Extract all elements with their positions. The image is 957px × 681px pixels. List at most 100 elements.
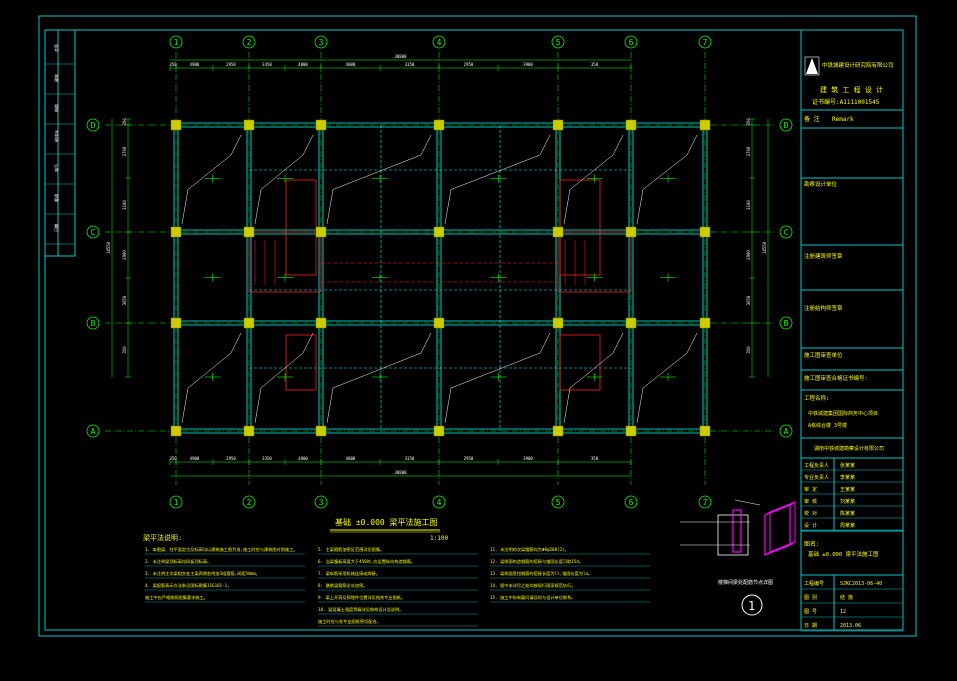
dim-top-label: 2950 <box>464 62 474 67</box>
strip-label: 日期 <box>53 224 59 232</box>
column <box>699 226 711 238</box>
column <box>315 226 327 238</box>
column <box>243 226 255 238</box>
axis-bubble-right-B: B <box>784 319 789 328</box>
slab-leader <box>636 332 698 424</box>
company-logo <box>804 56 820 76</box>
dim-right-label: 3100 <box>746 200 751 210</box>
axis-bubble-bottom-3: 3 <box>319 498 324 507</box>
dim-left-label: 3100 <box>122 200 127 210</box>
remark-en: Remark <box>832 116 854 123</box>
role-name: 陈某某 <box>840 510 855 517</box>
column <box>625 226 637 238</box>
column <box>243 119 255 131</box>
axis-bubble-bottom-7-circle <box>698 495 712 509</box>
note-line: 1. 本图梁、柱平面定位及标高均以建筑施工图为准,施工时应与建筑图对照施工。 <box>145 546 297 553</box>
info-label: 图 号 <box>804 609 817 615</box>
strip-label: 会签 <box>53 44 59 52</box>
dim-bottom-label: 4800 <box>298 456 308 461</box>
field-review-unit: 施工图审查单位 <box>804 351 843 359</box>
strip-label: 电气 <box>53 164 59 172</box>
axis-bubble-top-2-circle <box>242 35 256 49</box>
section-marker: 1 <box>748 599 755 613</box>
column <box>433 226 445 238</box>
column <box>552 317 564 329</box>
slab-leader <box>444 332 551 424</box>
notes: 梁平法说明: 1. 本图梁、柱平面定位及标高均以建筑施工图为准,施工时应与建筑图… <box>143 533 650 627</box>
info-value: 2013.06 <box>840 623 861 629</box>
note-line: 施工时应与各专业图纸密切配合。 <box>318 618 381 625</box>
column <box>170 119 182 131</box>
role-label: 设 计 <box>804 522 817 529</box>
column <box>699 425 711 437</box>
dim-top-label: 350 <box>169 62 177 67</box>
plan-scale: 1:100 <box>430 535 448 542</box>
axis-bubble-left-A-circle <box>86 424 100 438</box>
stair-walls <box>248 179 632 391</box>
dim-top-total: 30800 <box>394 54 407 59</box>
column <box>315 317 327 329</box>
axis-bubble-right-C: C <box>784 228 789 237</box>
strip-label: 建筑 <box>53 74 59 82</box>
axis-bubble-left-C: C <box>91 228 96 237</box>
dim-top-label: 3350 <box>262 62 272 67</box>
axis-bubble-bottom-4: 4 <box>437 498 442 507</box>
column <box>552 119 564 131</box>
strip-label: 结构 <box>53 104 59 112</box>
columns <box>170 119 711 437</box>
column <box>315 425 327 437</box>
slab-leader <box>254 134 314 225</box>
column <box>625 317 637 329</box>
axis-bubble-left-B: B <box>91 319 96 328</box>
dim-left-label: 2700 <box>122 146 127 156</box>
note-line: 13. 梁侧面受扭钢筋的搭接长度为ll,锚固长度为la。 <box>490 570 592 577</box>
column <box>699 119 711 131</box>
axis-bubble-right-D-circle <box>779 118 793 132</box>
slab-leader <box>563 134 624 225</box>
column <box>625 425 637 437</box>
role-label: 审 定 <box>804 486 817 493</box>
role-label: 校 对 <box>804 510 817 517</box>
dim-right-label: 350 <box>746 118 751 126</box>
axis-bubble-bottom-2-circle <box>242 495 256 509</box>
field-review-cert: 施工图审查合格证书编号: <box>804 374 868 382</box>
axis-bubble-left-D: D <box>91 121 96 130</box>
dim-left-total: 14550 <box>106 241 111 254</box>
axis-bubble-bottom-4-circle <box>432 495 446 509</box>
axis-bubble-left-B-circle <box>86 316 100 330</box>
title-block: 中铁城建设计研究院有限公司 建 筑 工 程 设 计 证书编号:A11110015… <box>800 29 904 632</box>
column <box>552 425 564 437</box>
axis-bubble-bottom-2: 2 <box>247 498 252 507</box>
dim-bottom-label: 350 <box>169 456 177 461</box>
axis-bubble-top-1-circle <box>169 35 183 49</box>
note-line: 3. 未注明主次梁相交处主梁两侧各附加3组箍筋,间距50mm。 <box>145 570 260 577</box>
design-company: 湖南中铁城建勘察设计有限公司 <box>814 445 884 452</box>
axis-bubble-bottom-6: 6 <box>629 498 634 507</box>
project-sub: A栋综合楼 3号楼 <box>808 422 847 429</box>
note-line: 8. 悬挑梁箍筋全长加密。 <box>318 582 367 589</box>
dim-left-label: 350 <box>122 118 127 126</box>
dim-left-label: 350 <box>122 346 127 354</box>
axis-bubble-bottom-5-circle <box>551 495 565 509</box>
company-name: 中铁城建设计研究院有限公司 <box>822 61 894 69</box>
axis-bubble-left-A: A <box>91 427 96 436</box>
column <box>170 425 182 437</box>
info-label: 日 期 <box>804 623 817 629</box>
column <box>433 119 445 131</box>
dim-bottom-label: 2950 <box>226 456 236 461</box>
column <box>625 119 637 131</box>
field-survey-unit: 勘察设计单位 <box>804 180 838 188</box>
column <box>170 317 182 329</box>
axis-bubble-top-4: 4 <box>437 38 442 47</box>
dim-bottom-label: 350 <box>591 456 599 461</box>
role-name: 周某某 <box>840 523 855 529</box>
role-label: 工程负责人 <box>804 462 829 469</box>
slab-leader <box>181 332 242 424</box>
axis-bubble-top-6: 6 <box>629 38 634 47</box>
field-architect-seal: 注册建筑师签章 <box>804 252 843 260</box>
note-line: 12. 梁侧面构造钢筋的搭接与锚固长度可取15d。 <box>490 558 583 565</box>
slab-leaders <box>181 134 698 424</box>
note-line: 14. 图中未详尽之处均按现行国家规范执行。 <box>490 582 575 589</box>
